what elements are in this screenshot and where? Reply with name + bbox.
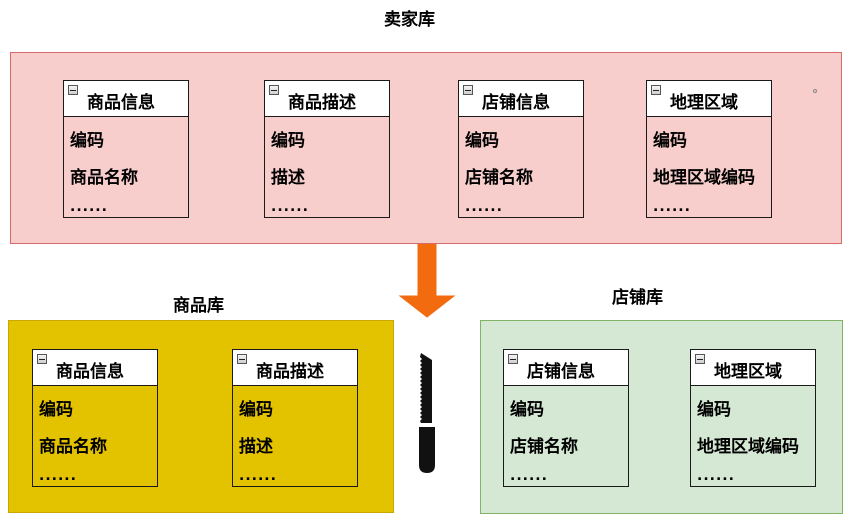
store-table-store-info[interactable]: 店铺信息 编码 店铺名称 ...... (503, 349, 629, 487)
small-circle-marker (813, 89, 817, 93)
knife-icon (419, 353, 435, 473)
entity-header: 商品描述 (265, 81, 389, 117)
entity-field: 编码 (510, 400, 544, 420)
product-table-product-desc[interactable]: 商品描述 编码 描述 ...... (232, 349, 358, 487)
entity-title: 店铺信息 (482, 93, 550, 113)
entity-header: 商品信息 (33, 350, 157, 386)
entity-header: 地理区域 (691, 350, 815, 386)
collapse-icon[interactable] (37, 354, 47, 364)
entity-title: 商品信息 (87, 93, 155, 113)
entity-title: 店铺信息 (527, 362, 595, 382)
entity-header: 商品描述 (233, 350, 357, 386)
seller-db-title: 卖家库 (384, 10, 435, 30)
seller-table-product-desc[interactable]: 商品描述 编码 描述 ...... (264, 80, 390, 218)
entity-field: ...... (70, 199, 108, 215)
entity-field: 编码 (697, 400, 731, 420)
entity-field: 描述 (239, 437, 273, 457)
collapse-icon[interactable] (237, 354, 247, 364)
down-arrow-icon (398, 244, 456, 318)
collapse-icon[interactable] (269, 85, 279, 95)
store-table-geo-region[interactable]: 地理区域 编码 地理区域编码 ...... (690, 349, 816, 487)
entity-field: 商品名称 (70, 168, 138, 188)
entity-title: 商品描述 (256, 362, 324, 382)
entity-title: 地理区域 (670, 93, 738, 113)
entity-field: ...... (39, 468, 77, 484)
entity-field: 地理区域编码 (697, 437, 799, 457)
entity-title: 地理区域 (714, 362, 782, 382)
entity-field: ...... (697, 468, 735, 484)
entity-title: 商品信息 (56, 362, 124, 382)
entity-field: 编码 (39, 400, 73, 420)
collapse-icon[interactable] (651, 85, 661, 95)
seller-table-geo-region[interactable]: 地理区域 编码 地理区域编码 ...... (646, 80, 772, 218)
entity-field: ...... (653, 199, 691, 215)
entity-field: 商品名称 (39, 437, 107, 457)
entity-field: 地理区域编码 (653, 168, 755, 188)
entity-header: 商品信息 (64, 81, 188, 117)
entity-field: ...... (271, 199, 309, 215)
collapse-icon[interactable] (695, 354, 705, 364)
entity-field: ...... (465, 199, 503, 215)
entity-field: ...... (239, 468, 277, 484)
entity-field: 编码 (653, 131, 687, 151)
collapse-icon[interactable] (68, 85, 78, 95)
entity-header: 店铺信息 (504, 350, 628, 386)
entity-field: 编码 (271, 131, 305, 151)
entity-field: ...... (510, 468, 548, 484)
entity-field: 店铺名称 (510, 437, 578, 457)
product-table-product-info[interactable]: 商品信息 编码 商品名称 ...... (32, 349, 158, 487)
entity-field: 店铺名称 (465, 168, 533, 188)
product-db-title: 商品库 (173, 296, 224, 316)
entity-field: 编码 (70, 131, 104, 151)
entity-field: 描述 (271, 168, 305, 188)
collapse-icon[interactable] (508, 354, 518, 364)
entity-header: 地理区域 (647, 81, 771, 117)
entity-header: 店铺信息 (459, 81, 583, 117)
entity-field: 编码 (239, 400, 273, 420)
seller-table-product-info[interactable]: 商品信息 编码 商品名称 ...... (63, 80, 189, 218)
collapse-icon[interactable] (463, 85, 473, 95)
store-db-title: 店铺库 (612, 288, 663, 308)
entity-title: 商品描述 (288, 93, 356, 113)
seller-table-store-info[interactable]: 店铺信息 编码 店铺名称 ...... (458, 80, 584, 218)
entity-field: 编码 (465, 131, 499, 151)
